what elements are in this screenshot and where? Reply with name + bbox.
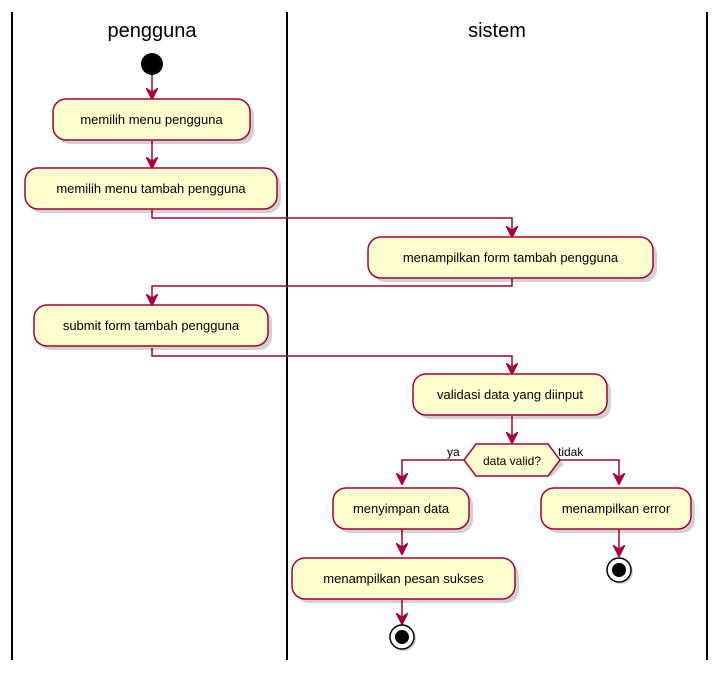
activity-submit-form-label: submit form tambah pengguna <box>63 318 240 333</box>
flow-to-tampil-form <box>151 210 512 237</box>
activity-pilih-tambah <box>24 167 278 210</box>
activity-simpan <box>332 487 470 530</box>
activity-pilih-menu-label: memilih menu pengguna <box>80 112 223 127</box>
activity-validasi-label: validasi data yang diinput <box>437 387 583 402</box>
activity-simpan-label: menyimpan data <box>353 501 450 516</box>
activity-submit-form <box>33 304 269 347</box>
lane-title-pengguna: pengguna <box>108 20 198 42</box>
flow-decision-no <box>556 459 619 484</box>
activity-validasi <box>412 373 608 416</box>
activity-tampil-form <box>367 236 654 279</box>
activity-tampil-sukses <box>291 557 516 600</box>
activity-tampil-sukses-label: menampilkan pesan sukses <box>323 571 484 586</box>
start-node <box>141 53 163 75</box>
decision-no-label: tidak <box>558 445 584 459</box>
decision-yes-label: ya <box>447 445 460 459</box>
activity-tampil-error <box>540 487 692 530</box>
lane-title-sistem: sistem <box>468 20 526 42</box>
decision-data-valid <box>463 443 561 477</box>
activity-tampil-error-label: menampilkan error <box>562 501 671 516</box>
decision-label: data valid? <box>483 454 541 468</box>
activity-pilih-menu <box>52 98 251 141</box>
flow-decision-yes <box>402 459 464 484</box>
flow-to-submit-form <box>152 279 513 305</box>
activity-pilih-tambah-label: memilih menu tambah pengguna <box>56 181 246 196</box>
flow-to-validasi <box>151 348 512 374</box>
activity-tampil-form-label: menampilkan form tambah pengguna <box>403 250 619 265</box>
